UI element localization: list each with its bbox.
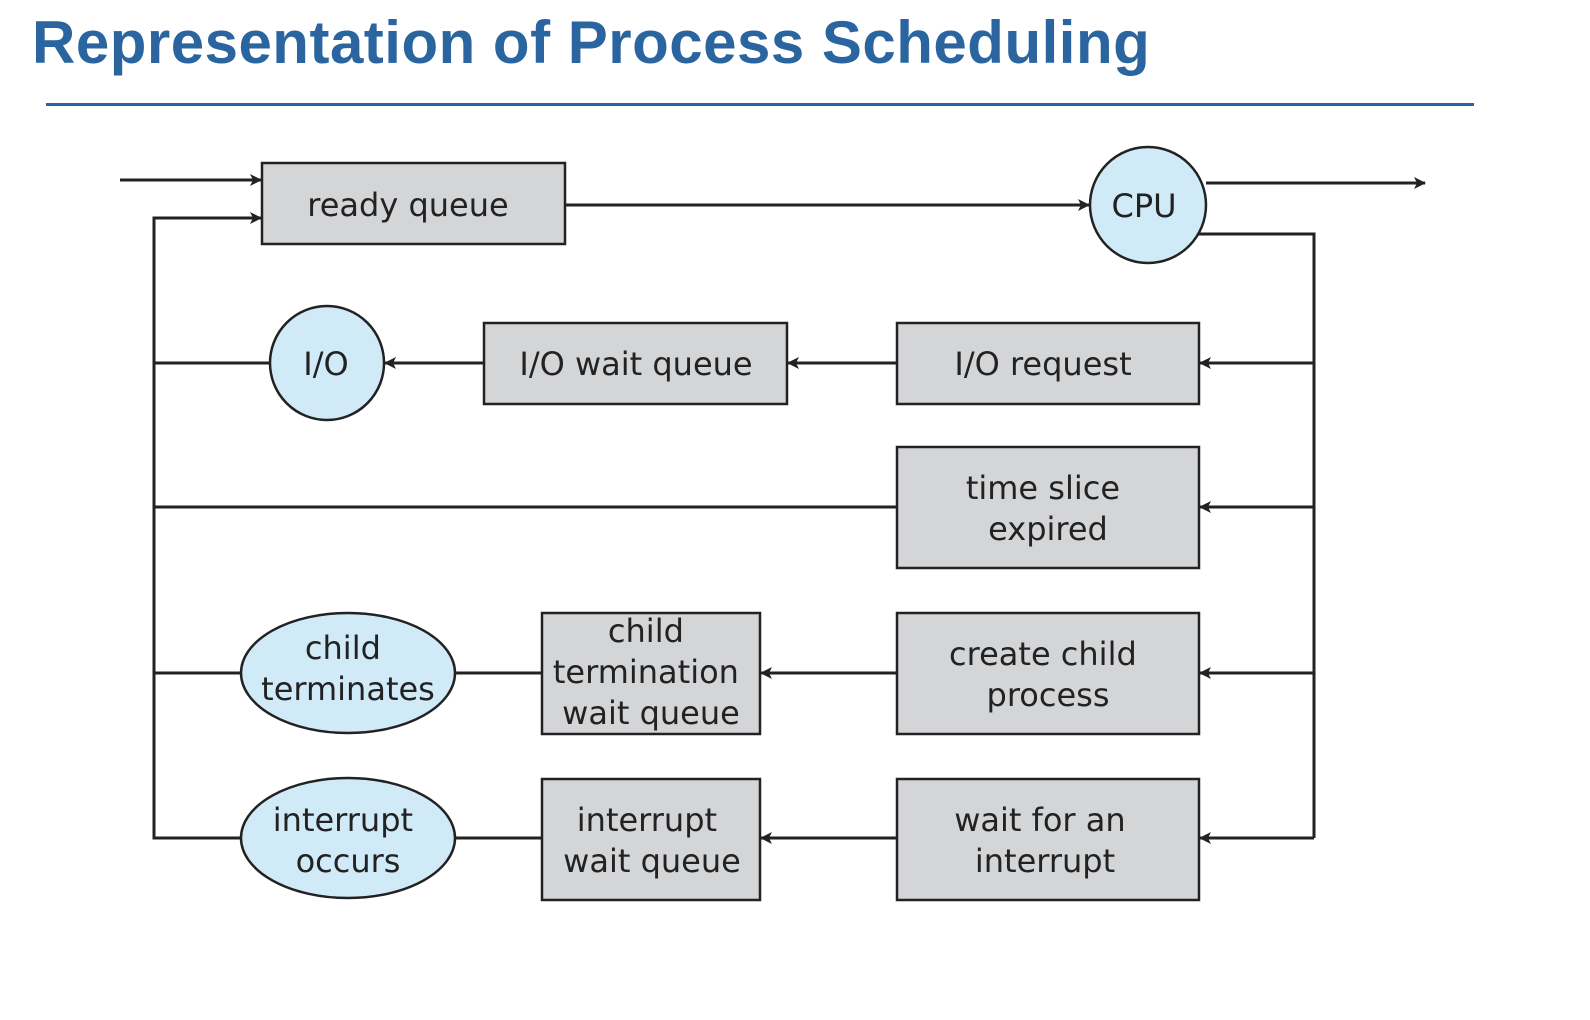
connectors [120,174,1426,844]
interrupt-wait-queue-box [540,777,762,902]
io-request-box [895,321,1201,406]
interrupt-occurs-label: interrupt occurs [273,801,423,880]
cpu-circle [1088,145,1208,265]
ready-queue-box [260,161,567,246]
page-title: Representation of Process Scheduling [32,9,1151,76]
time-slice-box [895,445,1201,570]
wait-interrupt-box [895,777,1201,902]
left-return-bus [152,212,262,840]
create-child-box [895,611,1201,736]
io-wait-queue-label: I/O wait queue [519,345,752,383]
io-request-label: I/O request [954,345,1131,383]
title-underline [46,103,1474,106]
io-label: I/O [303,345,348,383]
ready-queue-label: ready queue [307,186,508,224]
cpu-right-bus [1198,232,1316,838]
io-circle [268,304,386,422]
wait-interrupt-label: wait for an interrupt [954,801,1136,880]
io-wait-queue-box [482,321,789,406]
child-wait-queue-box [540,611,762,736]
child-terminates-label: child terminates [261,629,435,708]
child-terminates-ellipse [239,611,457,735]
time-slice-label: time slice expired [966,469,1130,548]
cpu-label: CPU [1111,187,1176,225]
child-wait-queue-label: child termination wait queue [553,612,749,732]
create-child-label: create child process [949,635,1147,714]
interrupt-wait-queue-label: interrupt wait queue [563,801,741,880]
interrupt-occurs-ellipse [239,776,457,900]
